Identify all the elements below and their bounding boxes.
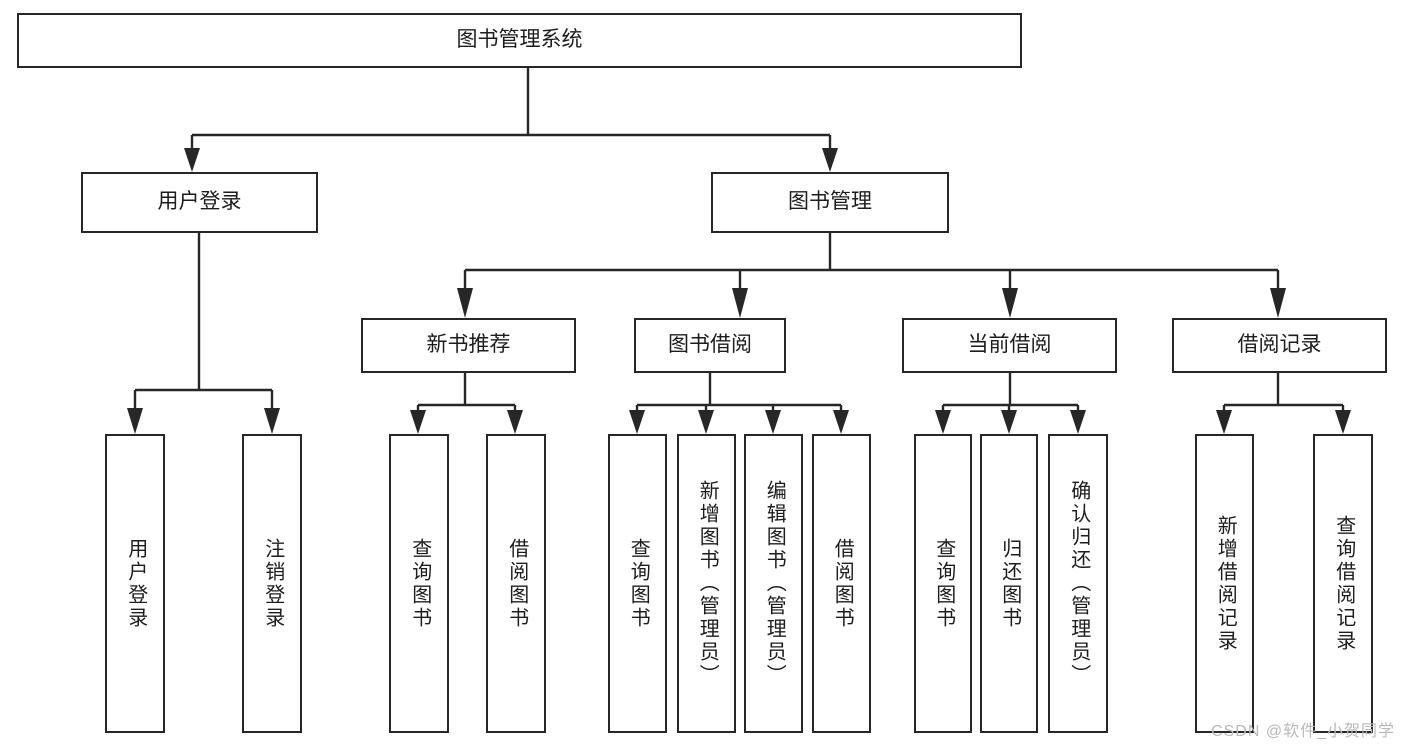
arrow-to-borrow-record	[1270, 288, 1286, 318]
arrow-to-bookborrow-leaf-3	[765, 410, 781, 434]
node-label: 当前借阅	[967, 333, 1052, 357]
leaf-newbook-borrow-book[interactable]: 借阅图书	[486, 434, 546, 733]
node-label: 确认归还（管理员）	[1067, 480, 1090, 687]
node-label: 图书管理系统	[456, 28, 583, 52]
leaf-currentborrow-confirm-return-admin[interactable]: 确认归还（管理员）	[1048, 434, 1108, 733]
node-label: 查询图书	[627, 537, 650, 630]
node-borrow-record[interactable]: 借阅记录	[1172, 318, 1387, 373]
node-label: 借阅图书	[831, 537, 854, 630]
leaf-bookborrow-query-book[interactable]: 查询图书	[608, 434, 667, 733]
arrow-to-borrowrecord-leaf-2	[1335, 410, 1351, 434]
leaf-currentborrow-return-book[interactable]: 归还图书	[980, 434, 1038, 733]
node-new-book-recommend[interactable]: 新书推荐	[361, 318, 576, 373]
node-label: 借阅图书	[505, 537, 528, 630]
arrow-to-currentborrow-leaf-3	[1070, 410, 1086, 434]
arrow-to-currentborrow-leaf-1	[935, 410, 951, 434]
leaf-borrowrecord-add-record[interactable]: 新增借阅记录	[1195, 434, 1254, 733]
arrow-to-newbook-leaf-1	[410, 410, 426, 434]
node-label: 查询借阅记录	[1332, 514, 1355, 653]
leaf-bookborrow-edit-book-admin[interactable]: 编辑图书（管理员）	[744, 434, 803, 733]
node-label: 查询图书	[408, 537, 431, 630]
arrow-to-logout-leaf	[264, 408, 280, 434]
node-book-management[interactable]: 图书管理	[711, 172, 949, 233]
node-label: 查询图书	[932, 537, 955, 630]
csdn-watermark: CSDN @软件_小贺同学	[1211, 723, 1395, 740]
node-label: 图书管理	[788, 190, 872, 214]
arrow-to-bookborrow-leaf-2	[698, 410, 714, 434]
node-book-borrow[interactable]: 图书借阅	[634, 318, 786, 373]
arrow-to-new-book	[457, 288, 473, 318]
arrow-to-book-manage	[822, 148, 838, 172]
node-label: 注销登录	[261, 537, 284, 630]
node-current-borrow[interactable]: 当前借阅	[902, 318, 1117, 373]
node-label: 图书借阅	[668, 333, 752, 357]
arrow-to-book-borrow	[732, 288, 748, 318]
leaf-bookborrow-add-book-admin[interactable]: 新增图书（管理员）	[677, 434, 736, 733]
node-label: 编辑图书（管理员）	[763, 480, 786, 687]
arrow-to-bookborrow-leaf-1	[629, 410, 645, 434]
leaf-borrowrecord-query-record[interactable]: 查询借阅记录	[1313, 434, 1373, 733]
node-label: 新增图书（管理员）	[696, 480, 719, 687]
arrow-to-current-borrow	[1002, 288, 1018, 318]
node-label: 新书推荐	[426, 333, 511, 357]
arrow-to-borrowrecord-leaf-1	[1216, 410, 1232, 434]
node-root-system[interactable]: 图书管理系统	[17, 13, 1022, 68]
arrow-to-user-login	[184, 148, 200, 172]
node-label: 用户登录	[157, 190, 242, 214]
node-label: 新增借阅记录	[1214, 514, 1237, 653]
leaf-newbook-query-book[interactable]: 查询图书	[389, 434, 449, 733]
leaf-logout[interactable]: 注销登录	[242, 434, 302, 733]
node-label: 用户登录	[124, 537, 147, 630]
node-label: 归还图书	[998, 537, 1021, 630]
arrow-to-newbook-leaf-2	[507, 410, 523, 434]
node-user-login[interactable]: 用户登录	[81, 172, 318, 233]
arrow-to-user-login-leaf	[127, 408, 143, 434]
node-label: 借阅记录	[1237, 333, 1322, 357]
arrow-to-currentborrow-leaf-2	[1001, 410, 1017, 434]
leaf-bookborrow-borrow-book[interactable]: 借阅图书	[812, 434, 871, 733]
arrow-to-bookborrow-leaf-4	[833, 410, 849, 434]
leaf-user-login[interactable]: 用户登录	[105, 434, 165, 733]
leaf-currentborrow-query-book[interactable]: 查询图书	[914, 434, 972, 733]
